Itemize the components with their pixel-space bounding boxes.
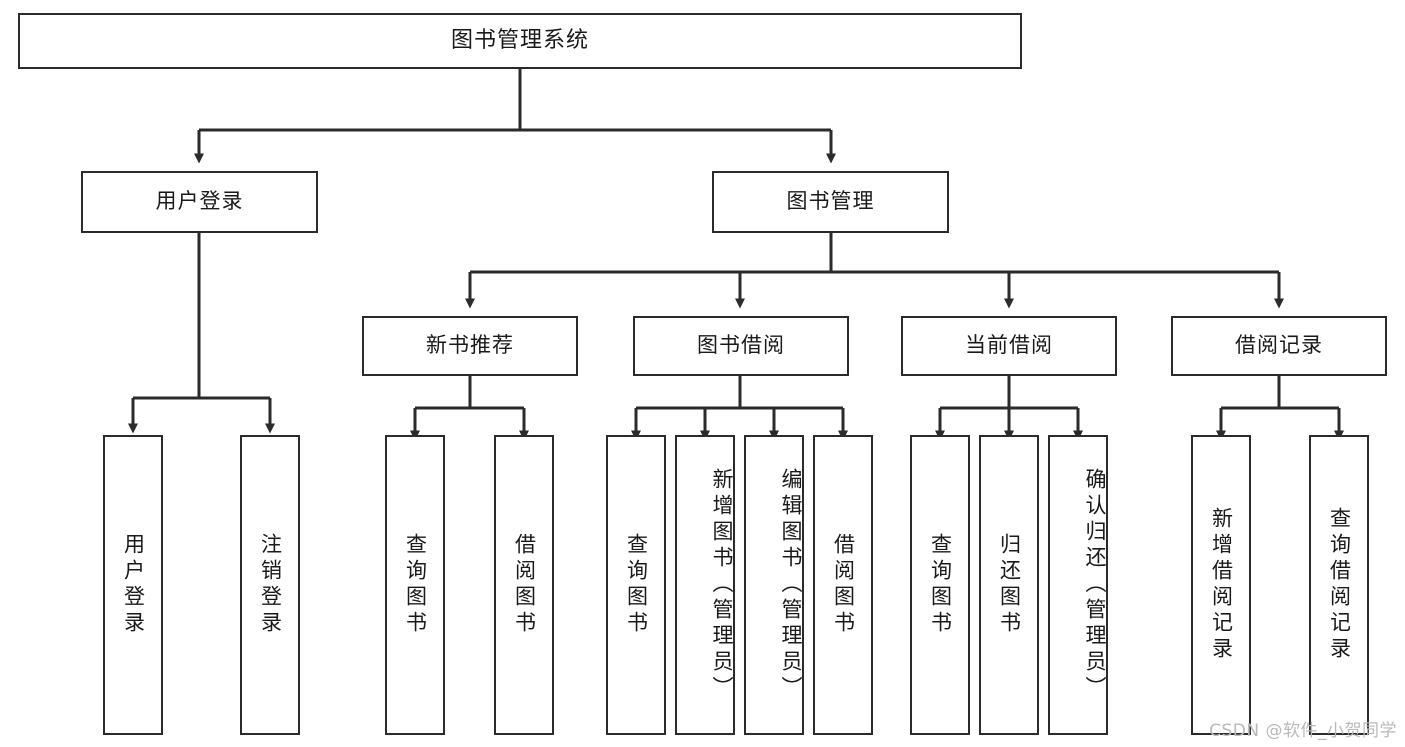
watermark-text: CSDN @软件_小贺同学 (1209, 721, 1397, 741)
node-label: 查询图书 (403, 533, 428, 637)
node-borrow-record[interactable]: 借阅记录 (1171, 316, 1387, 376)
node-label: 用户登录 (121, 533, 146, 637)
node-label: 新增图书（管理员） (710, 468, 734, 702)
node-label: 查询图书 (928, 533, 953, 637)
node-label: 新书推荐 (426, 333, 514, 358)
leaf-record-add-record[interactable]: 新增借阅记录 (1191, 435, 1251, 735)
node-label: 借阅记录 (1235, 333, 1323, 358)
node-book-borrow[interactable]: 图书借阅 (633, 316, 849, 376)
leaf-borrow-borrow-book[interactable]: 借阅图书 (813, 435, 873, 735)
leaf-user-login-login[interactable]: 用户登录 (103, 435, 163, 735)
node-label: 注销登录 (258, 533, 283, 637)
node-label: 新增借阅记录 (1209, 507, 1234, 663)
node-current-borrow[interactable]: 当前借阅 (901, 316, 1117, 376)
leaf-current-return-book[interactable]: 归还图书 (979, 435, 1039, 735)
leaf-borrow-add-book-admin[interactable]: 新增图书（管理员） (675, 435, 735, 735)
leaf-current-confirm-return-admin[interactable]: 确认归还（管理员） (1048, 435, 1108, 735)
node-user-login[interactable]: 用户登录 (81, 171, 318, 233)
node-new-book-recommend[interactable]: 新书推荐 (362, 316, 578, 376)
node-label: 当前借阅 (965, 333, 1053, 358)
leaf-borrow-query-book[interactable]: 查询图书 (606, 435, 666, 735)
node-label: 借阅图书 (831, 533, 856, 637)
node-label: 图书借阅 (697, 333, 785, 358)
node-label: 借阅图书 (512, 533, 537, 637)
leaf-newbook-query-book[interactable]: 查询图书 (385, 435, 445, 735)
leaf-borrow-edit-book-admin[interactable]: 编辑图书（管理员） (744, 435, 804, 735)
node-label: 编辑图书（管理员） (779, 468, 803, 702)
node-label: 查询借阅记录 (1327, 507, 1352, 663)
node-label: 图书管理系统 (450, 27, 589, 53)
node-root-system[interactable]: 图书管理系统 (18, 13, 1022, 69)
leaf-record-query-record[interactable]: 查询借阅记录 (1309, 435, 1369, 735)
leaf-current-query-book[interactable]: 查询图书 (910, 435, 970, 735)
node-label: 查询图书 (624, 533, 649, 637)
node-label: 确认归还（管理员） (1083, 468, 1107, 702)
leaf-user-login-logout[interactable]: 注销登录 (240, 435, 300, 735)
node-label: 用户登录 (155, 189, 244, 214)
node-book-management[interactable]: 图书管理 (712, 171, 949, 233)
leaf-newbook-borrow-book[interactable]: 借阅图书 (494, 435, 554, 735)
node-label: 图书管理 (786, 189, 875, 214)
node-label: 归还图书 (997, 533, 1022, 637)
